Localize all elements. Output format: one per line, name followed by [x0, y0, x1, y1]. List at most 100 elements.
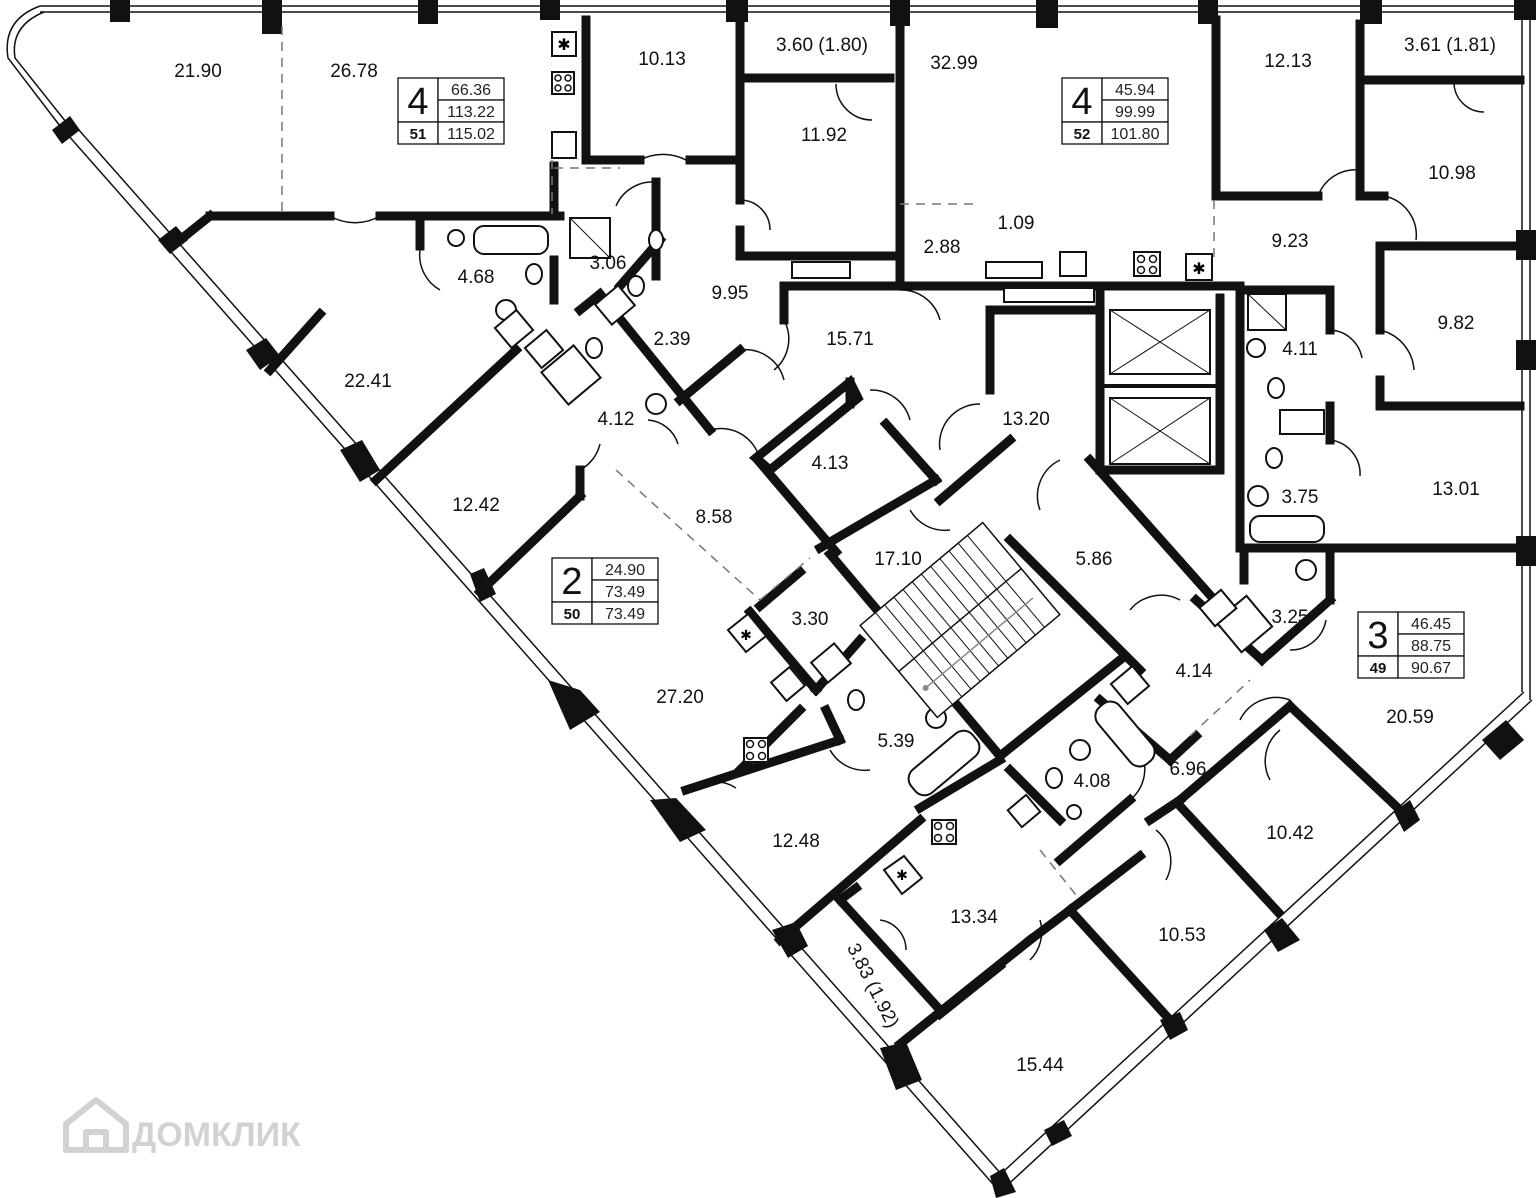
room-area-label: 3.75	[1282, 487, 1319, 508]
ventilation-icon: ✱	[882, 854, 924, 896]
bathtub-icon	[473, 225, 549, 255]
apartment-living-area: 24.90	[605, 562, 645, 579]
room-area-label: 13.34	[950, 907, 998, 928]
room-area-label: 13.20	[1002, 409, 1050, 430]
toilet-icon	[525, 263, 543, 285]
ventilation-icon: ✱	[1185, 253, 1213, 281]
room-area-label: 10.42	[1266, 823, 1314, 844]
room-area-label: 15.71	[826, 329, 874, 350]
room-area-label: 4.12	[598, 409, 635, 430]
room-area-label: 13.01	[1432, 479, 1480, 500]
apartment-total-area: 113.22	[447, 104, 495, 121]
sink-icon	[1006, 793, 1042, 829]
room-area-label: 8.58	[696, 507, 733, 528]
apartment-living-area: 66.36	[451, 82, 491, 99]
room-area-label: 21.90	[174, 61, 222, 82]
apartment-area-with-balcony: 101.80	[1111, 126, 1160, 143]
room-area-label: 6.96	[1170, 759, 1207, 780]
room-area-label: 15.44	[1016, 1055, 1064, 1076]
bathtub-icon	[1094, 700, 1156, 768]
room-area-label: 3.61 (1.81)	[1404, 35, 1496, 56]
ventilation-icon: ✱	[551, 31, 577, 57]
shower-icon	[569, 217, 611, 259]
kitchen-counter	[985, 261, 1043, 279]
apartment-number: 49	[1370, 660, 1387, 677]
room-area-label: 4.68	[458, 267, 495, 288]
apartment-total-area: 73.49	[605, 584, 645, 601]
room-area-label: 3.06	[590, 253, 627, 274]
svg-text:✱: ✱	[1192, 259, 1205, 278]
room-area-label: 9.82	[1438, 313, 1475, 334]
room-area-label: 2.88	[924, 237, 961, 258]
room-area-label: 4.13	[812, 453, 849, 474]
svg-text:✱: ✱	[896, 868, 908, 884]
washing-machine	[523, 328, 565, 370]
apartment-room-count: 4	[407, 81, 428, 123]
kitchen-counter	[791, 261, 851, 279]
toilet-icon	[1045, 767, 1063, 789]
room-area-label: 3.60 (1.80)	[776, 35, 868, 56]
room-area-label: 3.25	[1272, 607, 1309, 628]
elevator-shaft-icon	[1109, 309, 1211, 375]
room-area-label: 4.14	[1176, 661, 1213, 682]
toilet-icon	[1265, 447, 1283, 469]
kitchen-counter	[1003, 287, 1095, 303]
room-area-label: 12.48	[772, 831, 820, 852]
zone-dividers	[281, 26, 1251, 901]
room-area-label: 12.42	[452, 495, 500, 516]
shower-icon	[540, 344, 602, 406]
room-area-label: 2.39	[654, 329, 691, 350]
washbasin-icon	[645, 393, 667, 415]
room-area-label: 4.11	[1282, 339, 1318, 360]
toilet-icon	[648, 229, 664, 251]
washbasin-icon	[1246, 338, 1266, 358]
room-area-label: 10.98	[1428, 163, 1476, 184]
room-area-label: 10.13	[638, 49, 686, 70]
apartment-badges: 45166.36113.22115.0245245.9499.99101.802…	[397, 77, 1465, 679]
watermark: ДОМКЛИК	[63, 1097, 301, 1154]
apartment-number: 52	[1074, 126, 1091, 143]
stove-icon	[1133, 251, 1161, 277]
apartment-total-area: 99.99	[1115, 104, 1155, 121]
bathtub-icon	[1249, 515, 1325, 543]
toilet-icon	[627, 275, 645, 297]
elevators	[1104, 309, 1216, 465]
svg-text:✱: ✱	[557, 35, 570, 54]
structural-piers	[52, 0, 1536, 1198]
house-icon	[63, 1097, 129, 1153]
washing-machine	[1109, 664, 1151, 706]
apartment-number: 51	[410, 126, 427, 143]
sink-icon	[769, 665, 807, 703]
apartment-living-area: 46.45	[1411, 616, 1451, 633]
apartment-area-with-balcony: 90.67	[1411, 660, 1451, 677]
boiler-icon	[447, 229, 465, 247]
washing-machine	[809, 641, 853, 685]
washbasin-icon	[1066, 804, 1082, 820]
apartment-room-count: 2	[561, 561, 582, 603]
apartment-area-with-balcony: 73.49	[605, 606, 645, 623]
doors	[329, 83, 1485, 961]
washbasin-icon	[1247, 485, 1269, 507]
stove-icon	[931, 819, 957, 845]
apartment-room-count: 4	[1071, 81, 1092, 123]
sink-icon	[1059, 251, 1087, 277]
bathtub-icon	[907, 729, 981, 797]
washbasin-icon	[1295, 559, 1317, 581]
staircase	[859, 521, 1061, 719]
ventilation-icon: ✱	[726, 612, 768, 654]
room-area-label: 9.95	[712, 283, 749, 304]
apartment-total-area: 88.75	[1411, 638, 1451, 655]
room-area-label: 1.09	[998, 213, 1035, 234]
washbasin-icon	[1069, 739, 1091, 761]
watermark-text: ДОМКЛИК	[132, 1116, 301, 1154]
fixtures: ✱ ✱ ✱ ✱	[447, 31, 1325, 896]
toilet-icon	[585, 337, 603, 359]
room-area-label: 32.99	[930, 53, 978, 74]
svg-text:✱: ✱	[740, 628, 752, 644]
toilet-icon	[847, 689, 865, 711]
